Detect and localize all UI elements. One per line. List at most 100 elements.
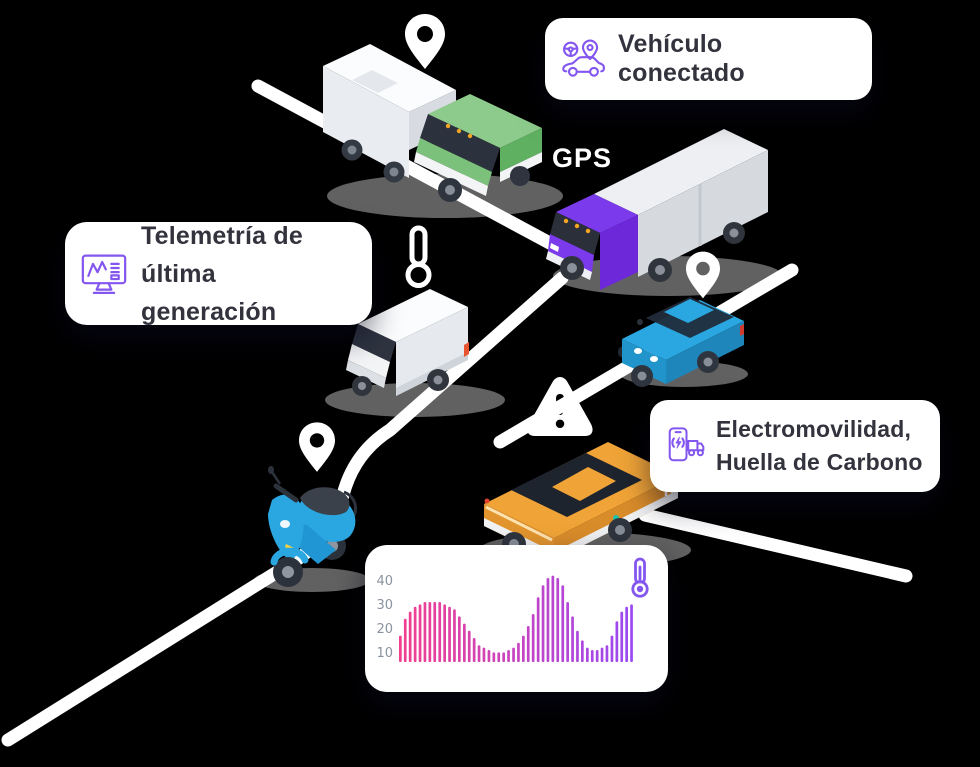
bar [512, 647, 515, 662]
y-tick-label: 40 [376, 574, 393, 589]
bar [428, 602, 432, 662]
bar [423, 602, 427, 662]
bar [487, 650, 491, 662]
bar [507, 650, 510, 662]
wheel [510, 166, 530, 186]
bar [586, 647, 589, 662]
bumper [346, 360, 386, 388]
electromobility-phone-truck-icon [668, 427, 705, 462]
bar [502, 652, 505, 662]
gps-label: GPS [552, 143, 612, 173]
bar [438, 602, 442, 662]
bar [492, 652, 496, 662]
handlebar [273, 483, 299, 503]
fender [270, 547, 309, 566]
bar [625, 606, 628, 662]
bar [531, 614, 535, 662]
bar [448, 606, 451, 662]
bar [536, 597, 540, 662]
card-telemetry-line1: Telemetría de [141, 221, 303, 250]
cab-side [600, 215, 638, 290]
bar [472, 638, 476, 662]
roof-vent [352, 70, 398, 93]
vehicle-shadow [254, 568, 370, 592]
marker-light [467, 133, 473, 139]
bar [581, 640, 584, 662]
warning-triangle-icon [527, 377, 593, 436]
bar [477, 645, 481, 662]
windshield [352, 324, 396, 362]
taillight [464, 342, 469, 357]
bar [630, 604, 633, 662]
vehicle-shadow [325, 383, 505, 417]
bar [463, 623, 466, 662]
body-side [396, 307, 468, 396]
marker-light [445, 123, 451, 129]
card-electro-line1: Electromovilidad, [716, 416, 912, 442]
headlight [550, 243, 559, 252]
bar [433, 602, 437, 662]
card-telemetria: Telemetría de última generación [65, 222, 372, 326]
card-electro-text: Electromovilidad, Huella de Carbono [716, 413, 923, 479]
marker-light [456, 128, 462, 134]
vehicle-compact-car-blue [618, 297, 748, 387]
bar [600, 647, 604, 662]
bar [590, 650, 594, 662]
telemetry-monitor-icon [81, 253, 127, 294]
map-pins [299, 14, 720, 472]
bar [517, 642, 520, 662]
headlight [634, 348, 642, 354]
connected-car-gps-icon [562, 39, 605, 77]
cab-roof [556, 194, 638, 233]
headlight [280, 520, 290, 528]
bar [610, 635, 614, 662]
bar [418, 604, 422, 662]
y-tick-label: 20 [376, 622, 393, 637]
card-telemetry-line2: última generación [141, 259, 277, 326]
y-tick-label: 30 [376, 598, 393, 613]
cargo-top [323, 44, 456, 112]
card-telemetry-text: Telemetría de última generación [141, 217, 356, 331]
mirror [268, 466, 274, 474]
vehicle-delivery-van-white [325, 289, 505, 417]
cargo-top [594, 129, 768, 215]
roof [358, 289, 468, 342]
bar [615, 621, 619, 662]
bar [458, 616, 461, 662]
road-segment [251, 79, 592, 269]
card-connected-label: Vehículo conectado [618, 30, 745, 87]
bar [546, 578, 550, 662]
bar [566, 602, 569, 662]
bar [408, 611, 412, 662]
bar [403, 618, 407, 662]
bar [595, 650, 599, 662]
bumper [414, 152, 488, 196]
cab-roof [428, 94, 542, 148]
bar [467, 630, 471, 662]
bar [576, 630, 579, 662]
roof [664, 299, 714, 323]
vehicle-scooter-blue [254, 466, 370, 592]
road-segment [638, 508, 913, 583]
thermometer-icon [631, 557, 649, 598]
front-face [622, 339, 666, 384]
vehicle-sedan-orange [479, 442, 691, 568]
bar [453, 609, 456, 662]
cargo-side [323, 66, 409, 178]
bar [551, 575, 555, 662]
bar [556, 578, 560, 662]
bar [443, 604, 446, 662]
location-pin-icon [405, 14, 445, 69]
windshield [420, 114, 500, 172]
cargo-side [638, 150, 768, 277]
bar [561, 585, 565, 662]
bar [413, 606, 417, 662]
seat [300, 487, 350, 516]
card-electro-line2: Huella de Carbono [716, 449, 923, 475]
roof [552, 467, 616, 501]
vehicle-box-truck-green [323, 44, 563, 218]
